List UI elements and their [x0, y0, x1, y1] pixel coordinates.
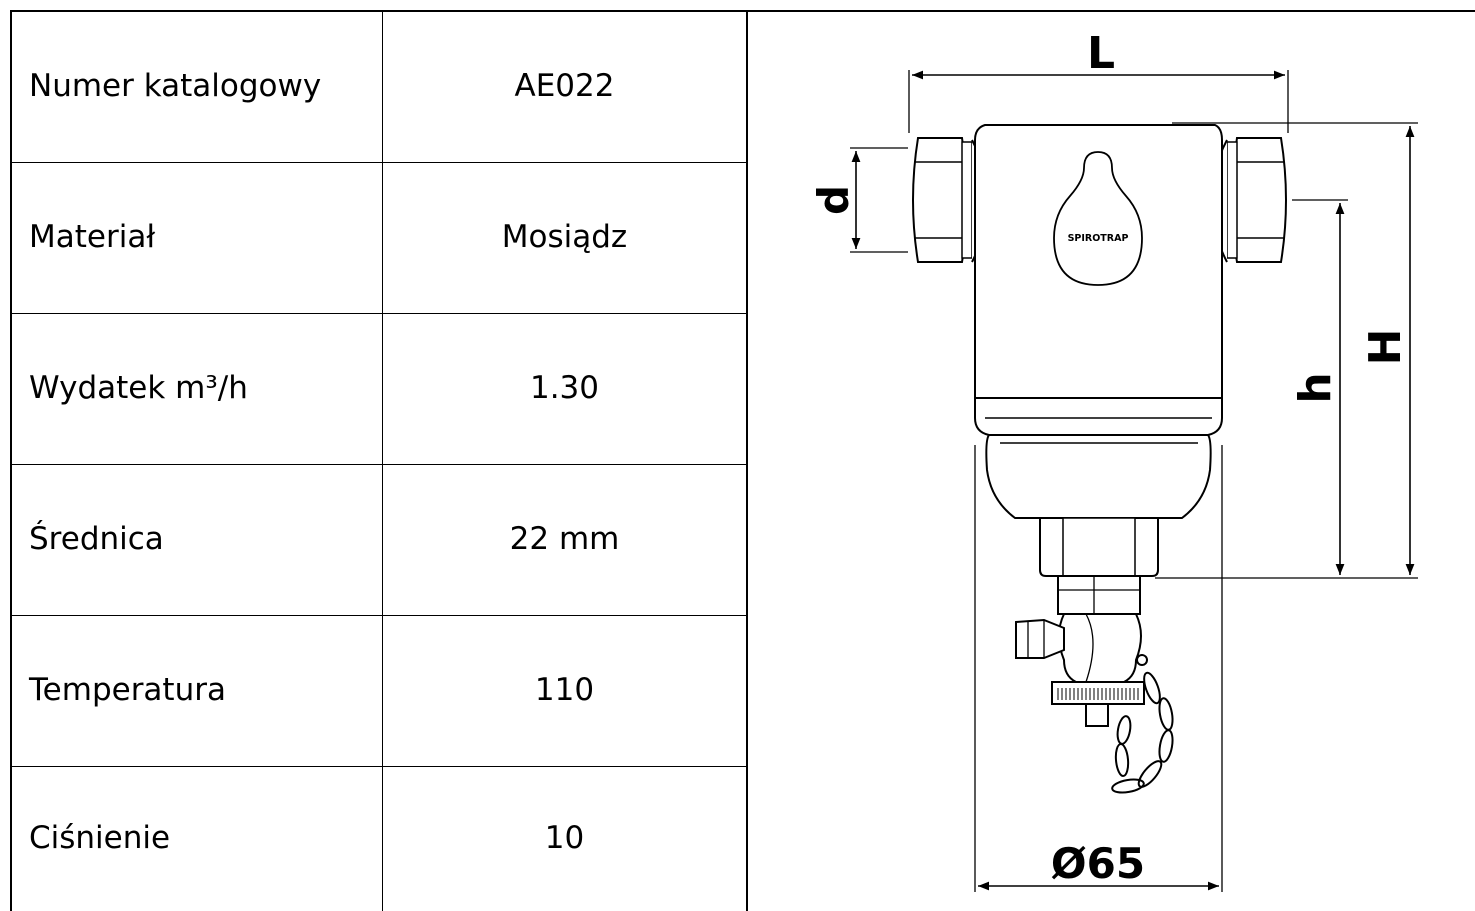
row-value: 10 [382, 765, 748, 911]
lower-bowl [985, 434, 1212, 519]
row-value: Mosiądz [382, 161, 748, 314]
right-compression-nut [1210, 137, 1287, 263]
dim-label-H: H [1360, 329, 1411, 366]
table-row: Wydatek m³/h 1.30 [10, 312, 748, 465]
drain-nozzle [1085, 703, 1109, 727]
drain-neck [1039, 517, 1159, 577]
brand-label: SPIROTRAP [1068, 233, 1129, 244]
row-label: Temperatura [10, 614, 383, 767]
table-row: Materiał Mosiądz [10, 161, 748, 314]
knurled-cap-ring [1051, 681, 1145, 705]
drain-valve-body [1058, 613, 1142, 683]
left-compression-nut [912, 137, 989, 263]
table-row: Temperatura 110 [10, 614, 748, 767]
dimension-lines [851, 70, 1415, 891]
separator-device [912, 124, 1287, 794]
row-value: AE022 [382, 10, 748, 163]
row-label: Numer katalogowy [10, 10, 383, 163]
table-row: Ciśnienie 10 [10, 765, 748, 911]
extension-lines [850, 70, 1418, 892]
brand-label-shape [1053, 151, 1143, 286]
row-label: Wydatek m³/h [10, 312, 383, 465]
valve-handle [1015, 618, 1065, 659]
bowl-band [974, 397, 1223, 436]
table-row: Średnica 22 mm [10, 463, 748, 616]
row-value: 22 mm [382, 463, 748, 616]
row-label: Materiał [10, 161, 383, 314]
dim-label-diameter: Ø65 [1051, 839, 1145, 888]
table-row: Numer katalogowy AE022 [10, 10, 748, 163]
row-value: 110 [382, 614, 748, 767]
cap-chain [1111, 654, 1174, 794]
row-label: Średnica [10, 463, 383, 616]
dim-label-h: h [1290, 372, 1341, 403]
upper-body [974, 124, 1223, 399]
dim-label-d: d [809, 185, 858, 215]
row-value: 1.30 [382, 312, 748, 465]
drain-coupling [1057, 575, 1141, 615]
specification-table: Numer katalogowy AE022 Materiał Mosiądz … [10, 10, 748, 911]
dim-label-L: L [1087, 28, 1115, 79]
knurl-marks [1057, 688, 1139, 700]
row-label: Ciśnienie [10, 765, 383, 911]
